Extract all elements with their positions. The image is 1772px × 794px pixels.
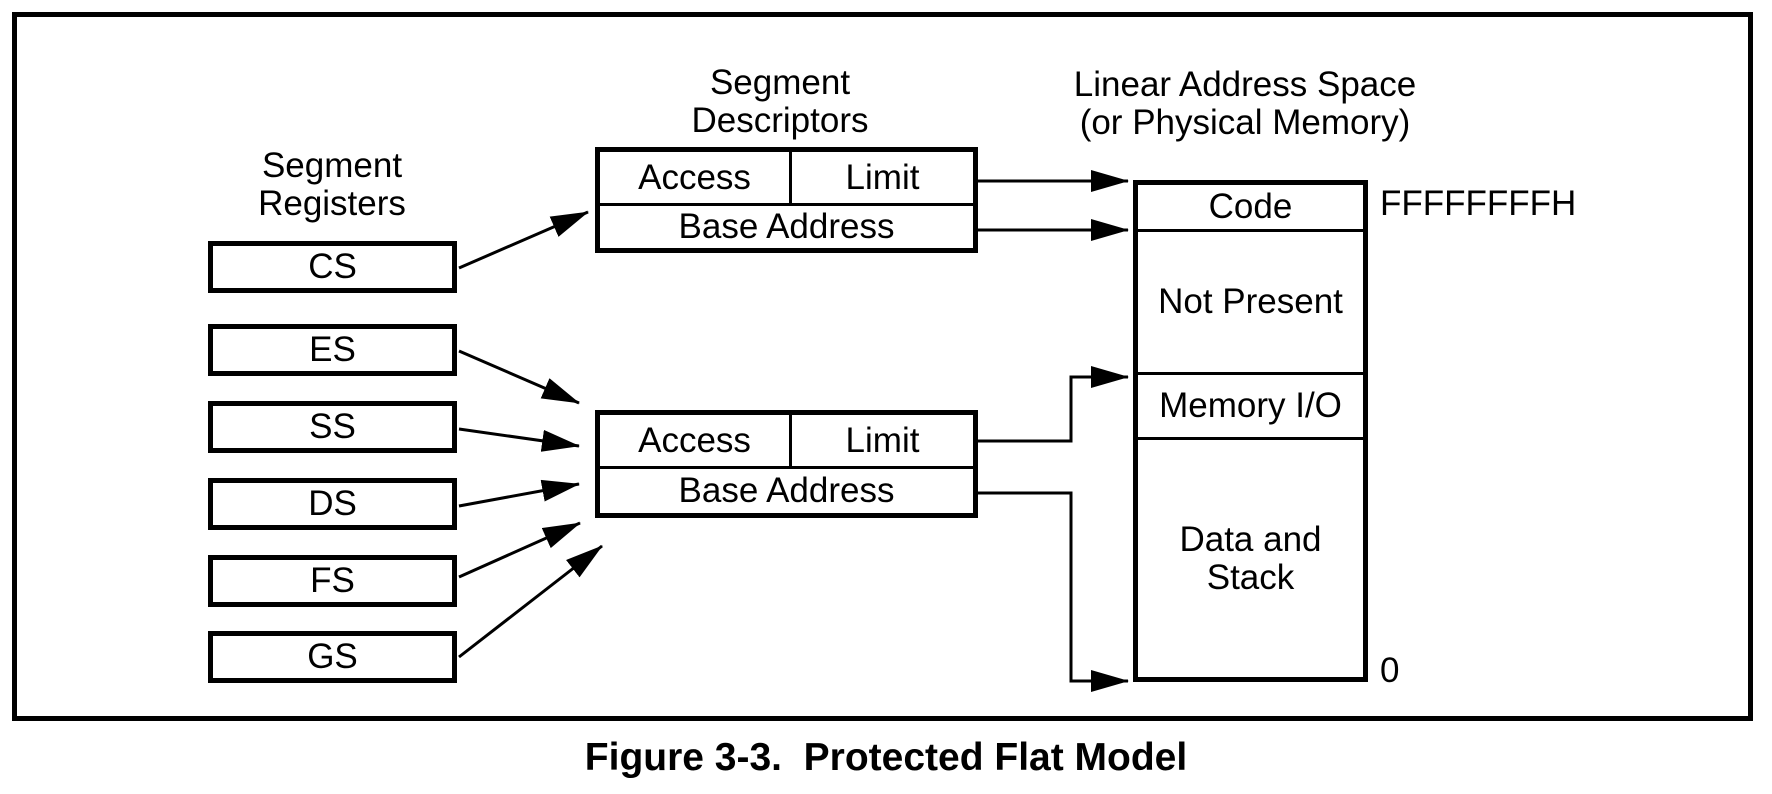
descriptor-2-base-address-cell: Base Address: [678, 471, 895, 510]
register-box-cs: CS: [208, 241, 457, 293]
segment-descriptor-1: Access Limit Base Address: [595, 147, 978, 253]
memory-divider-3: [1138, 437, 1363, 440]
descriptor-2-top-row: Access Limit: [600, 415, 973, 466]
register-box-ds: DS: [208, 478, 457, 530]
descriptor-1-row-divider: [600, 203, 973, 206]
register-box-gs: GS: [208, 631, 457, 683]
segment-descriptor-2: Access Limit Base Address: [595, 410, 978, 518]
memory-section-not-present: Not Present: [1158, 282, 1343, 321]
memory-divider-2: [1138, 372, 1363, 375]
register-box-es: ES: [208, 324, 457, 376]
descriptor-2-cell-divider: [789, 415, 792, 466]
figure-caption: Figure 3-3. Protected Flat Model: [584, 736, 1188, 779]
descriptor-1-top-row: Access Limit: [600, 152, 973, 203]
memory-section-memory-io: Memory I/O: [1159, 386, 1342, 425]
descriptor-2-limit-cell: Limit: [845, 420, 920, 460]
descriptor-2-access-cell: Access: [638, 420, 751, 460]
memory-section-data-and-stack: Data and Stack: [1179, 519, 1322, 597]
descriptor-1-access-cell: Access: [638, 157, 751, 197]
descriptor-1-base-address-cell: Base Address: [678, 207, 895, 246]
top-address-label: FFFFFFFFH: [1380, 184, 1577, 223]
bottom-address-label: 0: [1380, 651, 1400, 690]
memory-divider-1: [1138, 229, 1363, 232]
descriptor-1-cell-divider: [789, 152, 792, 203]
register-box-fs: FS: [208, 555, 457, 607]
linear-address-space-title: Linear Address Space (or Physical Memory…: [1073, 65, 1417, 142]
register-box-ss: SS: [208, 401, 457, 453]
segment-descriptors-title: Segment Descriptors: [691, 63, 869, 140]
memory-map: Code Not Present Memory I/O Data and Sta…: [1133, 180, 1368, 682]
segment-registers-title: Segment Registers: [258, 146, 406, 223]
descriptor-1-limit-cell: Limit: [845, 157, 920, 197]
descriptor-2-row-divider: [600, 466, 973, 469]
memory-section-code: Code: [1208, 187, 1293, 226]
